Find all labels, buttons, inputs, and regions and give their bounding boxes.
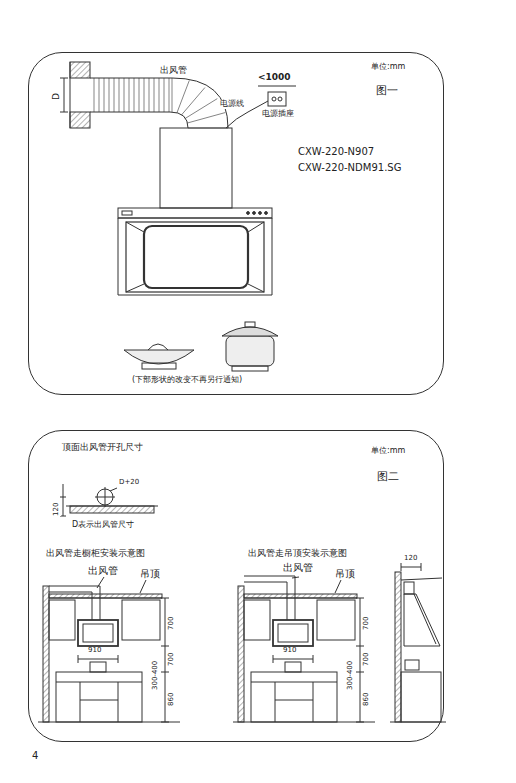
- sketch-title: 出风管走橱柜安装示意图: [46, 549, 145, 559]
- dimension: 300-400: [152, 661, 160, 690]
- part-label: 电源插座: [262, 110, 294, 119]
- dimension: 700: [363, 617, 371, 630]
- part-label: 出风管: [160, 66, 187, 76]
- dimension: 700: [168, 617, 176, 630]
- dimension: 300-400: [347, 661, 355, 690]
- model-number: CXW-220-NDM91.SG: [298, 162, 401, 173]
- part-label: 出风管: [88, 565, 118, 576]
- note: (下部形状的改变不再另行通知): [132, 376, 242, 385]
- unit-note: 单位:mm: [371, 63, 405, 72]
- dimension: 860: [363, 693, 371, 706]
- dimension: D+20: [119, 479, 139, 487]
- figure-number: 图二: [377, 471, 399, 483]
- dimension: 120: [53, 503, 61, 516]
- sketch-title: 出风管走吊顶安装示意图: [248, 549, 347, 559]
- figure-number: 图一: [376, 85, 398, 97]
- dimension: 700: [363, 653, 371, 666]
- part-label: 出风管: [283, 562, 313, 573]
- part-label: 吊顶: [335, 568, 355, 579]
- sketch-title: 顶面出风管开孔尺寸: [62, 443, 143, 453]
- dimension: 910: [88, 647, 101, 655]
- model-number: CXW-220-N907: [298, 146, 374, 157]
- page-number: 4: [32, 750, 38, 761]
- part-label: 电源线: [220, 100, 244, 109]
- dimension: 700: [168, 653, 176, 666]
- note: D表示出风管尺寸: [72, 521, 134, 530]
- dimension: 120: [404, 555, 417, 563]
- part-label: 吊顶: [140, 568, 160, 579]
- dimension: 910: [283, 647, 296, 655]
- dimension: D: [52, 93, 62, 100]
- dimension: <1000: [258, 73, 291, 83]
- figure-panel: 单位:mm 图二: [28, 430, 444, 742]
- dimension: 860: [168, 693, 176, 706]
- unit-note: 单位:mm: [371, 447, 405, 456]
